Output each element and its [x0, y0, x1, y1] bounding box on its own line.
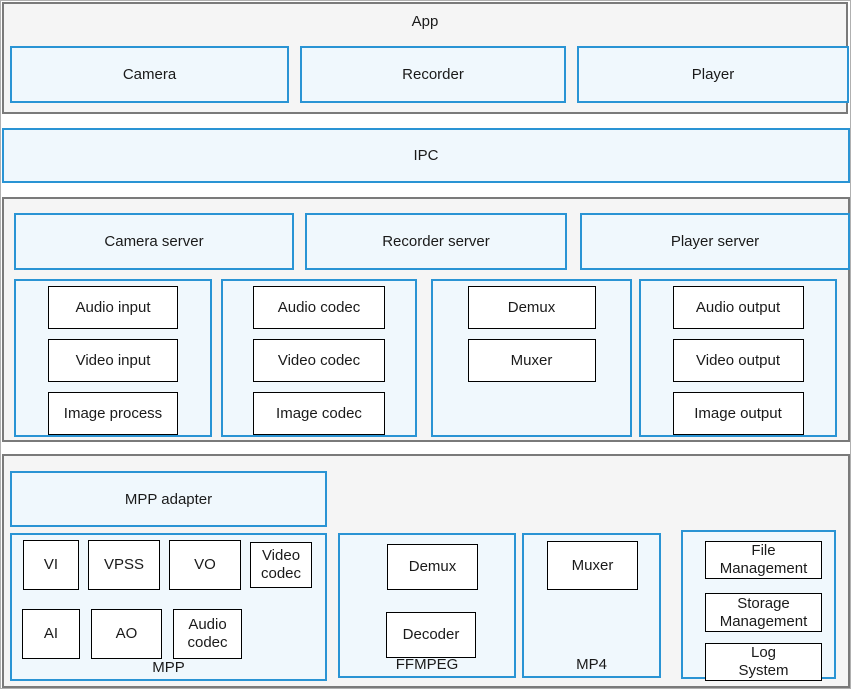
camera-box-label: Camera: [122, 66, 177, 83]
vo-box: VO: [169, 540, 241, 590]
vi-box: VI: [23, 540, 79, 590]
ffmpeg-demux-box: Demux: [387, 544, 478, 590]
mpp-video-codec-box: Video codec: [250, 542, 312, 588]
storage-management-label: Storage Management: [719, 594, 808, 630]
mpp-group: VI VPSS VO Video codec AI AO: [10, 533, 327, 681]
log-system-box: Log System: [705, 643, 822, 681]
system-group: File Management Storage Management Log S…: [681, 530, 836, 681]
audio-input-label: Audio input: [75, 298, 151, 316]
audio-input-box: Audio input: [48, 286, 178, 329]
ffmpeg-group-label: FFMPEG: [395, 656, 459, 673]
image-process-label: Image process: [63, 404, 163, 422]
file-management-label: File Management: [719, 542, 808, 577]
app-layer-title: App: [411, 13, 439, 30]
player-box: Player: [577, 46, 849, 103]
mpp-adapter-box: MPP adapter: [10, 471, 327, 527]
file-management-box: File Management: [705, 541, 822, 579]
video-output-box: Video output: [672, 339, 804, 382]
storage-management-box: Storage Management: [705, 593, 822, 632]
image-process-box: Image process: [48, 392, 178, 435]
player-server-box: Player server: [580, 213, 850, 270]
platform-layer: MPP adapter VI VPSS VO Video codec: [2, 454, 850, 688]
ffmpeg-decoder-box: Decoder: [386, 612, 476, 658]
container-modules-column: Demux Muxer: [431, 279, 632, 437]
mp4-muxer-box: Muxer: [547, 541, 638, 590]
mp4-group: Muxer MP4: [522, 533, 661, 678]
ao-label: AO: [115, 625, 138, 642]
mpp-adapter-label: MPP adapter: [124, 490, 213, 508]
muxer-box: Muxer: [467, 339, 596, 382]
mp4-group-label: MP4: [576, 656, 607, 673]
demux-box: Demux: [467, 286, 596, 329]
camera-server-box: Camera server: [14, 213, 294, 270]
mpp-row-2: AI AO Audio codec: [12, 609, 325, 659]
camera-box: Camera: [10, 46, 289, 103]
video-codec-label: Video codec: [277, 351, 361, 369]
app-layer: App Camera Recorder Player: [2, 2, 849, 114]
image-output-box: Image output: [672, 392, 804, 435]
player-server-label: Player server: [670, 233, 760, 250]
audio-codec-label: Audio codec: [277, 298, 361, 316]
ffmpeg-decoder-label: Decoder: [402, 626, 460, 643]
recorder-box: Recorder: [300, 46, 566, 103]
ai-label: AI: [43, 625, 59, 642]
video-input-label: Video input: [75, 351, 151, 369]
mpp-group-label: MPP: [152, 659, 185, 676]
image-output-label: Image output: [694, 404, 782, 422]
ffmpeg-group: Demux Decoder FFMPEG: [338, 533, 516, 678]
server-layer: Camera server Recorder server Player ser…: [2, 197, 850, 442]
audio-output-label: Audio output: [695, 298, 781, 316]
ipc-label: IPC: [413, 147, 439, 164]
recorder-server-box: Recorder server: [305, 213, 567, 270]
recorder-server-label: Recorder server: [382, 233, 490, 250]
demux-label: Demux: [507, 298, 556, 316]
image-codec-label: Image codec: [276, 404, 362, 422]
vpss-label: VPSS: [103, 556, 145, 573]
output-modules-column: Audio output Video output Image output: [639, 279, 837, 437]
codec-modules-column: Audio codec Video codec Image codec: [221, 279, 417, 437]
mpp-row-1: VI VPSS VO Video codec: [12, 540, 325, 590]
camera-server-label: Camera server: [104, 233, 204, 250]
video-codec-box: Video codec: [253, 339, 385, 382]
vpss-box: VPSS: [88, 540, 160, 590]
mpp-audio-codec-label: Audio codec: [187, 616, 228, 651]
player-box-label: Player: [691, 66, 735, 83]
recorder-box-label: Recorder: [402, 66, 464, 83]
ai-box: AI: [22, 609, 80, 659]
video-output-label: Video output: [696, 351, 780, 369]
image-codec-box: Image codec: [253, 392, 385, 435]
vo-label: VO: [194, 556, 216, 573]
ffmpeg-demux-label: Demux: [408, 558, 457, 575]
ao-box: AO: [91, 609, 162, 659]
audio-codec-box: Audio codec: [253, 286, 385, 329]
video-input-box: Video input: [48, 339, 178, 382]
vi-label: VI: [43, 556, 59, 573]
mpp-video-codec-label: Video codec: [260, 547, 302, 582]
muxer-label: Muxer: [510, 351, 553, 369]
mp4-muxer-label: Muxer: [571, 556, 614, 574]
ipc-layer: IPC: [2, 128, 850, 183]
input-modules-column: Audio input Video input Image process: [14, 279, 212, 437]
log-system-label: Log System: [738, 644, 789, 679]
mpp-audio-codec-box: Audio codec: [173, 609, 242, 659]
audio-output-box: Audio output: [672, 286, 804, 329]
